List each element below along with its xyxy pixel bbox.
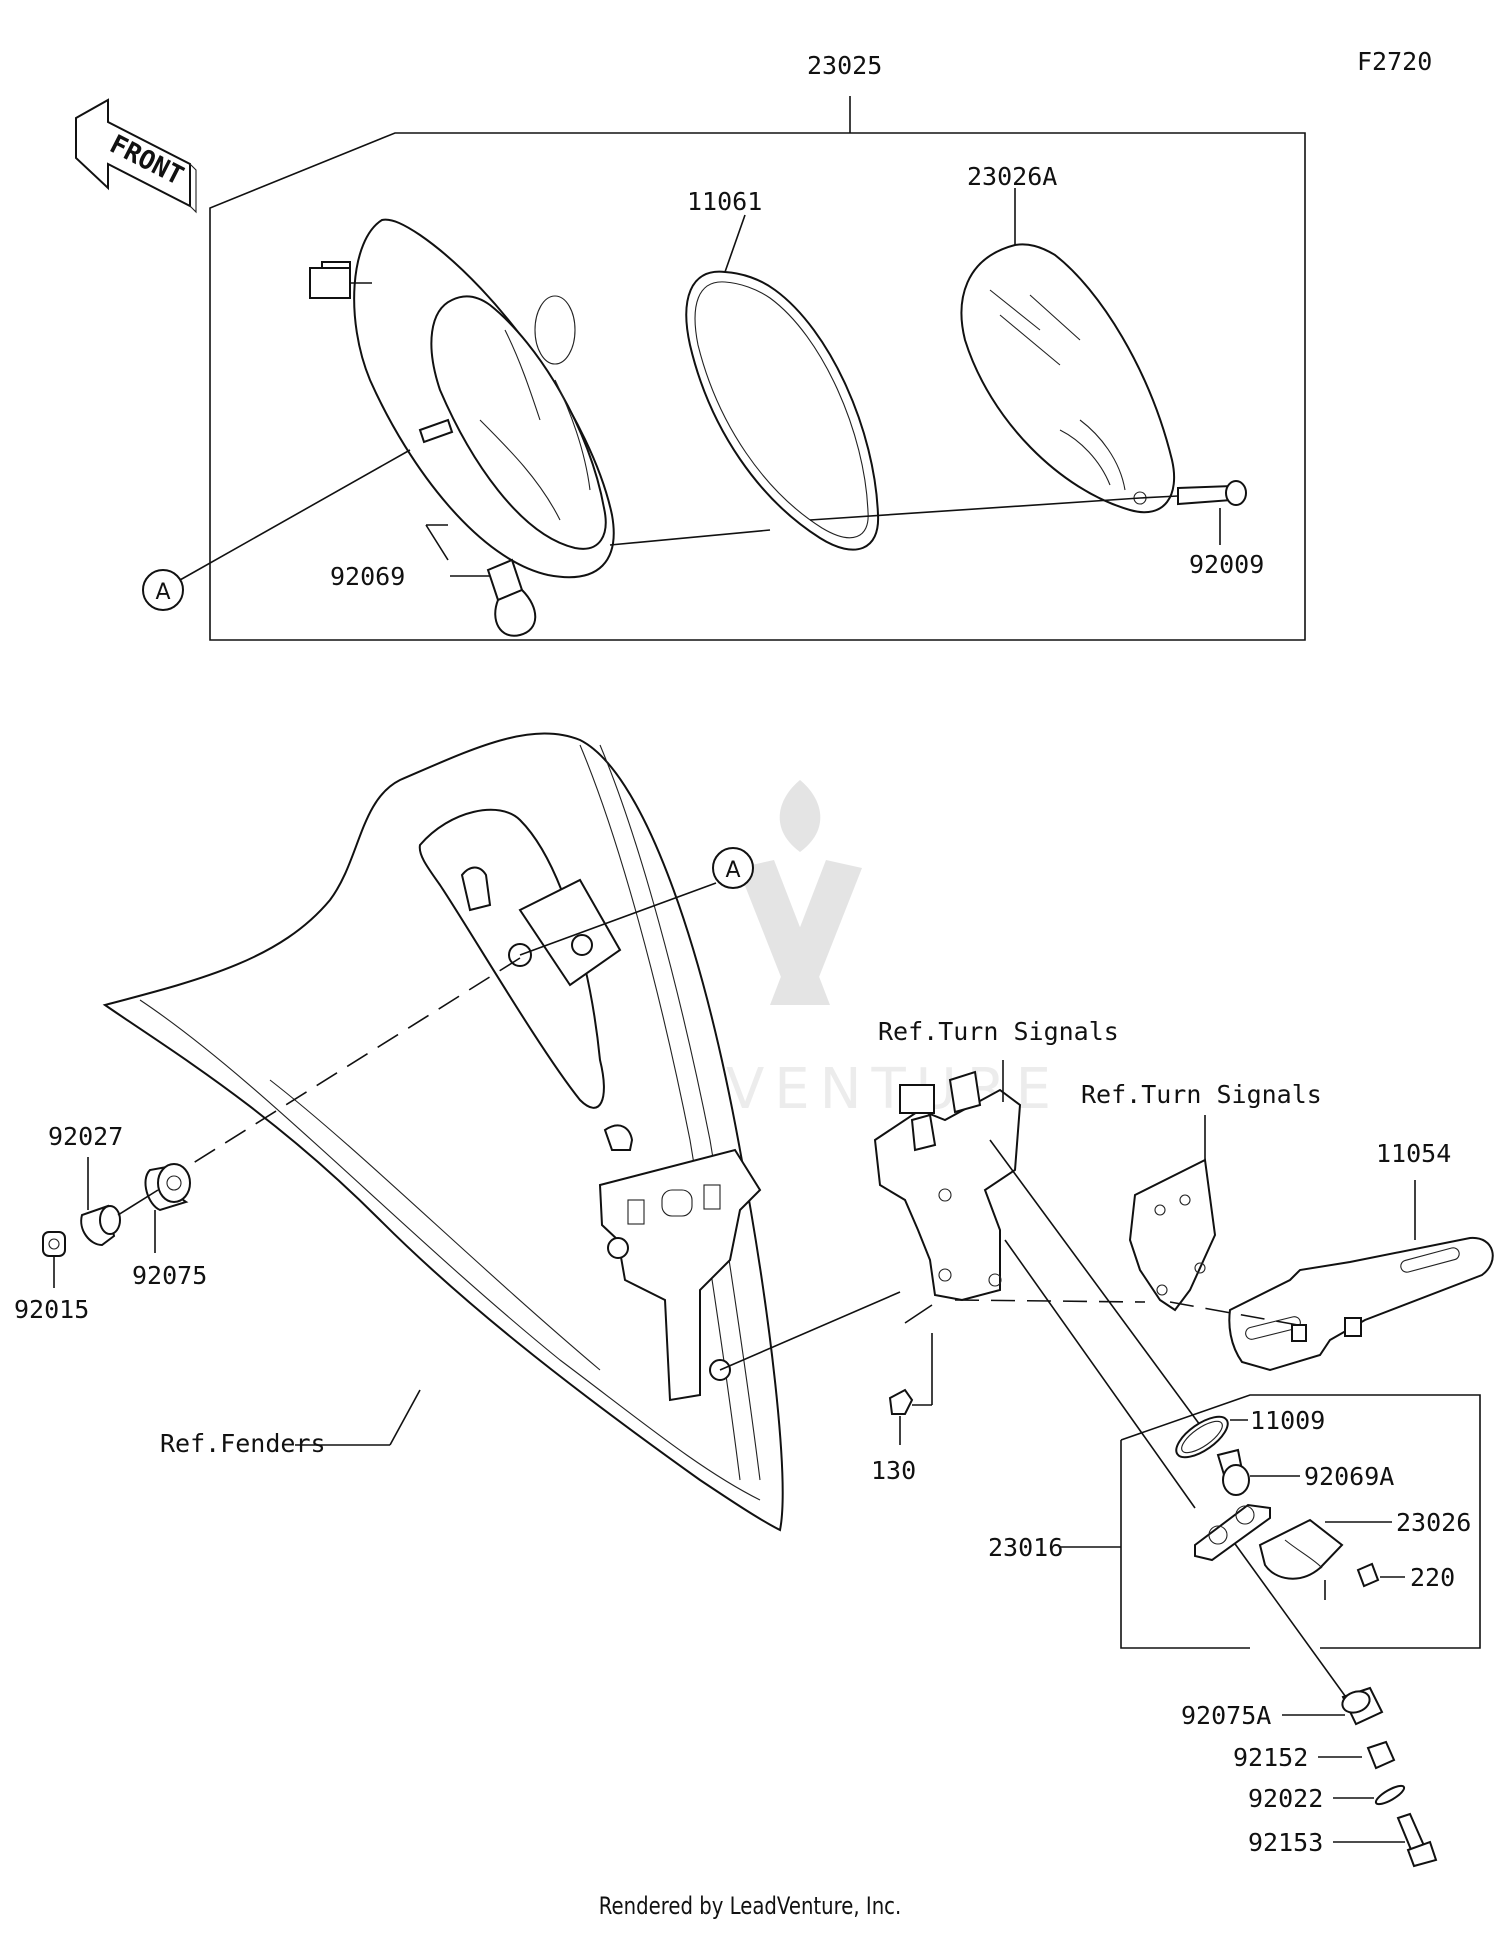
part-11061-label: 11061: [687, 187, 762, 216]
part-92075-label: 92075: [132, 1261, 207, 1290]
part-92009-label: 92009: [1189, 550, 1264, 579]
part-92075A-label: 92075A: [1181, 1701, 1271, 1730]
part-92069A-label: 92069A: [1304, 1462, 1394, 1491]
turn-signal-bracket: Ref.Turn Signals: [1081, 1080, 1322, 1312]
lens-23026: 23026: [1194, 1503, 1471, 1580]
bulb-92069: 92069: [330, 524, 537, 637]
part-92069-label: 92069: [330, 562, 405, 591]
collar-92152: 92152: [1233, 1740, 1396, 1772]
part-92152-label: 92152: [1233, 1743, 1308, 1772]
part-220-label: 220: [1410, 1563, 1455, 1592]
bolt-130: 130: [871, 1333, 933, 1485]
part-23026-label: 23026: [1396, 1508, 1471, 1537]
ref-fenders-label: Ref.Fenders: [160, 1429, 326, 1458]
callout-a-upper: A: [142, 449, 411, 611]
bolt-92153: 92153: [1248, 1812, 1438, 1868]
rear-fender: Ref.Fenders: [102, 732, 784, 1532]
part-23016-label: 23016: [988, 1533, 1063, 1562]
nut-92027: 92027: [48, 1122, 159, 1247]
part-11054-label: 11054: [1376, 1139, 1451, 1168]
ref-turn-signals-2-label: Ref.Turn Signals: [1081, 1080, 1322, 1109]
license-bracket: Ref.Turn Signals: [873, 1017, 1119, 1302]
gasket-11061: 11061: [685, 187, 880, 551]
part-92022-label: 92022: [1248, 1784, 1323, 1813]
screw-92009: 92009: [1139, 480, 1264, 579]
ref-turn-signals-1-label: Ref.Turn Signals: [878, 1017, 1119, 1046]
part-130-label: 130: [871, 1456, 916, 1485]
footer-credit: Rendered by LeadVenture, Inc.: [598, 1892, 902, 1920]
bracket-11054: 11054: [1228, 1139, 1494, 1372]
front-arrow: FRONT: [75, 98, 197, 214]
part-92015-label: 92015: [14, 1295, 89, 1324]
bulb-92069A: 92069A: [1216, 1448, 1394, 1496]
gasket-11009: 11009: [1175, 1406, 1325, 1459]
callout-a-lower-text: A: [725, 858, 740, 883]
grommet-92075: 92075: [132, 1163, 207, 1290]
nut-92015: 92015: [14, 1231, 89, 1324]
diagram-code: F2720: [1357, 47, 1432, 76]
screw-220: 220: [1324, 1562, 1455, 1600]
part-23026A-label: 23026A: [967, 162, 1057, 191]
washer-92022: 92022: [1248, 1784, 1406, 1813]
tail-lamp-box: 23025: [209, 51, 1306, 641]
callout-a-lower: A: [519, 847, 754, 956]
part-23025-label: 23025: [807, 51, 882, 80]
license-lamp-box: 23016: [988, 1394, 1481, 1649]
callout-a-upper-text: A: [155, 580, 170, 605]
part-11009-label: 11009: [1250, 1406, 1325, 1435]
lens-23026A: 23026A: [960, 162, 1176, 514]
tail-lamp-housing: [309, 218, 615, 579]
part-92153-label: 92153: [1248, 1828, 1323, 1857]
part-92027-label: 92027: [48, 1122, 123, 1151]
grommet-92075A: 92075A: [1181, 1686, 1384, 1730]
